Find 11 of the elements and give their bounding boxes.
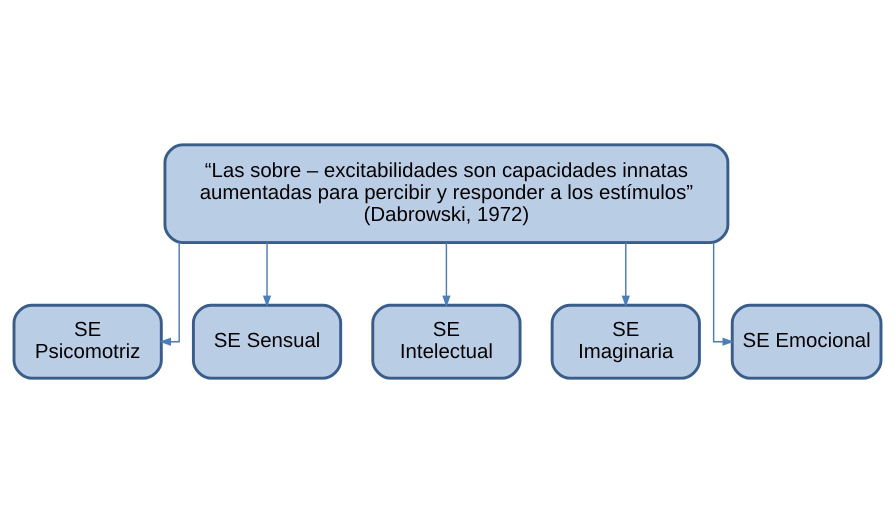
node-box: SE Intelectual: [371, 303, 522, 380]
arrow: [622, 242, 630, 307]
node-box: “Las sobre – excitabilidades son capacidades innatas aumentadas para percibir y responder a los estímulos” (Dabrowski, 1972): [164, 142, 730, 244]
node-box: SE Psicomotriz: [12, 303, 163, 380]
node-box: SE Sensual: [192, 303, 342, 380]
arrow: [262, 242, 272, 307]
arrow: [442, 242, 450, 307]
arrow: [712, 242, 734, 346]
arrow: [159, 242, 180, 346]
node-box: SE Emocional: [730, 303, 882, 380]
node-box: SE Imaginaria: [550, 303, 701, 380]
